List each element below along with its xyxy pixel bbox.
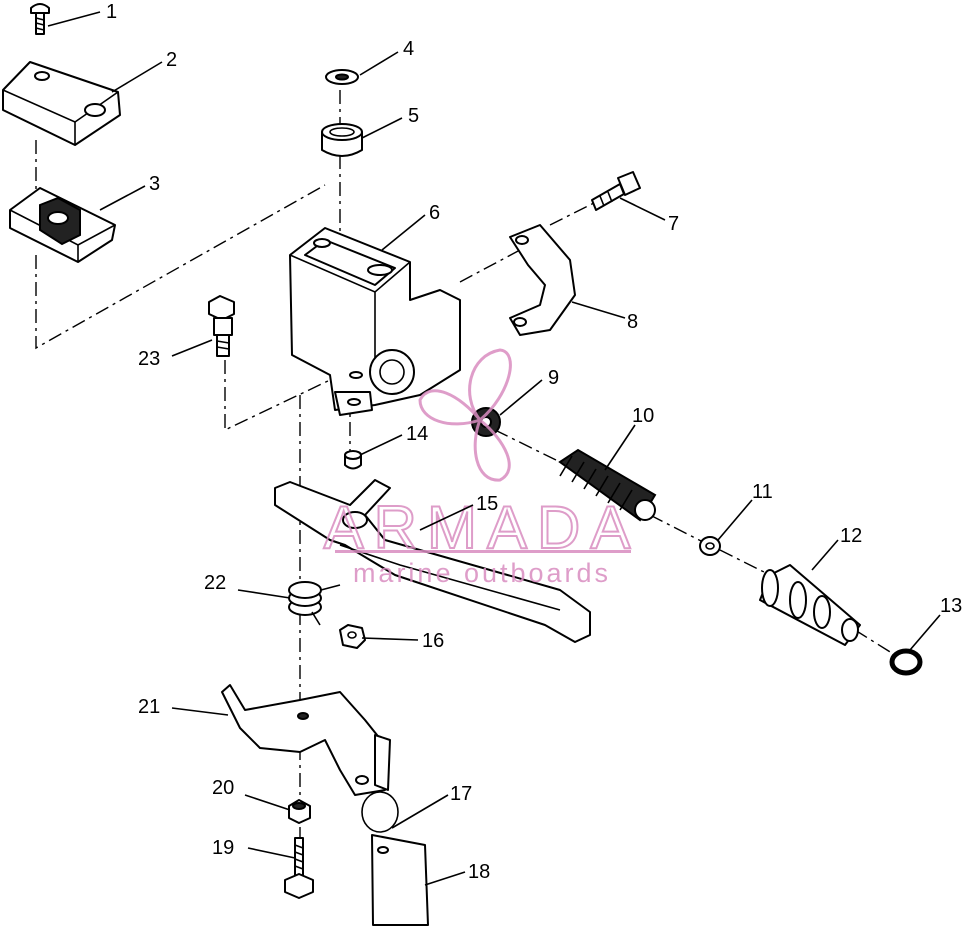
callout-23: 23 [138,348,160,370]
callout-labels: 1 2 3 4 5 6 7 8 9 10 11 12 13 14 15 16 1… [106,1,962,883]
part-18-tag [371,834,429,926]
callout-11: 11 [752,481,773,503]
propeller-logo-icon [418,348,512,482]
part-12-piston [759,564,861,646]
callout-5: 5 [408,105,419,127]
part-10-spring [558,448,657,522]
callout-17: 17 [450,783,472,805]
callout-12: 12 [840,525,862,547]
part-21-switch-bracket [221,684,391,796]
callout-16: 16 [422,630,444,652]
callout-8: 8 [627,311,638,333]
part-7-clamp-bolt [591,171,641,211]
callout-15: 15 [476,493,498,515]
part-16-nut [339,624,366,649]
callout-13: 13 [940,595,962,617]
callout-14: 14 [406,423,428,445]
callout-21: 21 [138,696,160,718]
part-22-return-spring [288,581,341,626]
callout-9: 9 [548,367,559,389]
callout-19: 19 [212,837,234,859]
part-3-diaphragm [9,187,116,263]
part-2-reservoir-cover [2,61,121,146]
watermark-divider [335,550,631,553]
part-17-ring [361,791,399,833]
part-11-washer [699,536,721,556]
callout-10: 10 [632,405,654,427]
callout-22: 22 [204,572,226,594]
callout-18: 18 [468,861,490,883]
leader-lines [47,11,941,886]
callout-6: 6 [429,202,440,224]
callout-7: 7 [668,213,679,235]
callout-2: 2 [166,49,177,71]
armada-watermark: ARMADA marine outboards [323,348,631,588]
part-19-bolt [284,837,314,899]
part-14-bushing [344,450,362,470]
part-5-bushing [321,123,363,157]
callout-20: 20 [212,777,234,799]
part-23-pivot-bolt [208,295,235,357]
part-8-clamp [509,224,576,336]
part-6-master-cylinder [289,227,461,416]
part-13-snap-ring [889,648,923,676]
callout-1: 1 [106,1,117,23]
part-1-screw [30,3,50,35]
callout-4: 4 [403,38,414,60]
callout-3: 3 [149,173,160,195]
watermark-tagline: marine outboards [353,558,611,588]
part-20-nut [288,799,311,824]
part-4-washer [325,69,359,85]
